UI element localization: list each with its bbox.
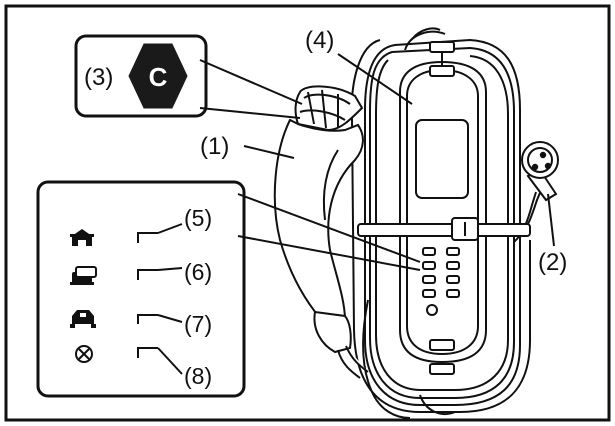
wall-plug [521, 141, 559, 202]
control-box [357, 41, 531, 375]
callout-1: (1) [200, 133, 229, 160]
hexagon-c-icon [128, 43, 188, 109]
car-icon [70, 310, 96, 328]
indicator-lamp-8 [137, 347, 158, 358]
indicator-lamp-5 [137, 232, 158, 243]
coiled-cable [350, 27, 531, 419]
callout-4: (4) [305, 27, 334, 54]
callout-6: (6) [184, 259, 212, 285]
indicator-lamp-6 [137, 269, 158, 280]
error-circle-x-icon [75, 345, 93, 363]
callout-2: (2) [538, 249, 567, 276]
badge-callout: C (3) [74, 34, 303, 119]
callout-5: (5) [184, 205, 212, 231]
callout-7: (7) [184, 311, 212, 337]
charging-icon [70, 266, 97, 285]
vehicle-connector [273, 85, 369, 379]
indicator-legend: (5) (6) (7) (8) [36, 180, 421, 398]
house-icon [70, 229, 94, 246]
callout-8: (8) [184, 363, 212, 389]
callout-3: (3) [84, 64, 113, 91]
indicator-lamp-7 [137, 314, 158, 324]
hex-letter: C [149, 62, 168, 92]
